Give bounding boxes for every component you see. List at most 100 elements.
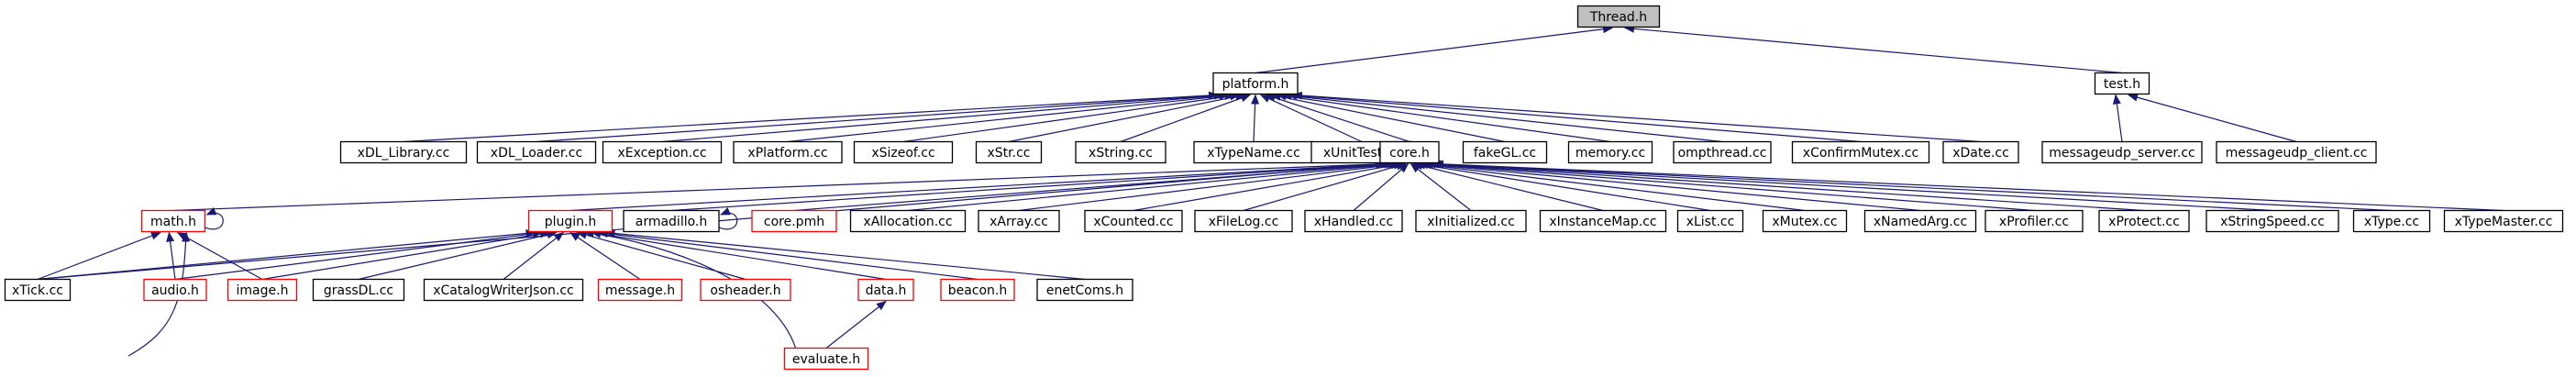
node-box [4,278,72,302]
edge-xcatalog-to-plugin [503,231,565,280]
node-xdate[interactable]: xDate.cc [1942,140,2019,164]
node-xprotect[interactable]: xProtect.cc [2098,209,2190,233]
edge-xtypemaster-to-core [1433,160,2504,212]
node-data[interactable]: data.h [857,278,914,302]
node-xmutex[interactable]: xMutex.cc [1762,209,1848,233]
node-xfilelog[interactable]: xFileLog.cc [1194,209,1293,233]
node-core[interactable]: core.h [1379,140,1440,164]
node-label: xSizeof.cc [871,146,934,161]
node-xlist[interactable]: xList.cc [1676,209,1744,233]
edge-xprofiler-to-core [1422,160,2035,212]
edge-xconfirmmutex-to-platform [1287,91,1862,143]
node-box [1075,140,1166,164]
node-msgclient[interactable]: messageudp_client.cc [2216,140,2377,164]
node-label: xException.cc [617,146,706,161]
node-box [1304,209,1403,233]
edge-xinstancemap-to-core [1412,161,1604,212]
node-message[interactable]: message.h [597,278,683,302]
node-xcounted[interactable]: xCounted.cc [1084,209,1183,233]
edge-audio-to-plugin [174,229,544,281]
node-msgserver[interactable]: messageudp_server.cc [2041,140,2203,164]
node-label: message.h [605,283,675,298]
node-armadillo[interactable]: armadillo.h [623,209,720,233]
node-xcatalog[interactable]: xCatalogWriterJson.cc [423,278,584,302]
edge-evaluate-to-plugin [583,229,799,357]
node-xtypename[interactable]: xTypeName.cc [1193,140,1314,164]
node-xprofiler[interactable]: xProfiler.cc [1985,209,2084,233]
node-label: xProfiler.cc [1999,215,2069,229]
node-xexception[interactable]: xException.cc [602,140,723,164]
node-box [783,347,869,371]
node-label: xStringSpeed.cc [2220,215,2325,229]
node-box [2216,140,2377,164]
node-test[interactable]: test.h [2094,72,2150,95]
node-xdl_library[interactable]: xDL_Library.cc [339,140,468,164]
node-xstringspeed[interactable]: xStringSpeed.cc [2206,209,2339,233]
edge-xcounted-to-core [1133,161,1404,212]
node-box [423,278,584,302]
edge-xtype-to-core [1431,160,2393,212]
node-box [476,140,597,164]
node-label: osheader.h [710,283,780,298]
node-xstring[interactable]: xString.cc [1075,140,1166,164]
edge-xallocation-to-core [907,160,1399,212]
node-fakegl[interactable]: fakeGL.cc [1462,140,1548,164]
node-box [1194,209,1293,233]
node-beacon[interactable]: beacon.h [940,278,1015,302]
node-xnamedarg[interactable]: xNamedArg.cc [1863,209,1977,233]
node-audio[interactable]: audio.h [143,278,207,302]
edge-enetcoms-to-plugin [604,228,1086,281]
node-platform[interactable]: platform.h [1212,72,1299,95]
node-image[interactable]: image.h [227,278,298,302]
node-label: xMutex.cc [1772,215,1837,229]
node-box [1462,140,1548,164]
edge-xarray-to-core [1018,161,1402,212]
node-xtypemaster[interactable]: xTypeMaster.cc [2443,209,2564,233]
node-ompthread[interactable]: ompthread.cc [1673,140,1772,164]
edge-ompthread-to-platform [1281,92,1723,143]
node-label: messageudp_server.cc [2049,146,2195,161]
node-corepmh[interactable]: core.pmh [751,209,837,233]
node-label: xTypeName.cc [1207,146,1300,161]
node-xsizeof[interactable]: xSizeof.cc [853,140,954,164]
node-xconfirmmutex[interactable]: xConfirmMutex.cc [1791,140,1930,164]
node-label: xString.cc [1089,146,1153,161]
edge-xdate-to-platform [1292,91,1982,143]
node-memory[interactable]: memory.cc [1567,140,1653,164]
edge-xtick-to-plugin [37,228,536,281]
node-xstr[interactable]: xStr.cc [975,140,1043,164]
node-xarray[interactable]: xArray.cc [978,209,1060,233]
node-box [312,278,405,302]
node-xhandled[interactable]: xHandled.cc [1304,209,1403,233]
node-box [1762,209,1848,233]
node-plugin[interactable]: plugin.h [527,209,614,233]
node-xtype[interactable]: xType.cc [2352,209,2431,233]
node-label: fakeGL.cc [1474,146,1536,161]
node-math[interactable]: math.h [140,209,206,233]
node-thread[interactable]: Thread.h [1576,5,1661,28]
edge-msgserver-to-test [2112,94,2123,142]
node-label: audio.h [151,283,199,298]
edge-xstring-to-platform [1120,94,1252,143]
node-xplatform[interactable]: xPlatform.cc [733,140,843,164]
node-label: math.h [150,215,196,229]
node-enetcoms[interactable]: enetComs.h [1036,278,1133,302]
edge-xsizeof-to-platform [902,92,1241,143]
edge-xtick-to-math [37,231,161,281]
node-box [2098,209,2190,233]
node-box [1576,5,1661,28]
edge-fakegl-to-platform [1270,93,1506,143]
node-label: xConfirmMutex.cc [1803,146,1918,161]
node-xdl_loader[interactable]: xDL_Loader.cc [476,140,597,164]
node-xallocation[interactable]: xAllocation.cc [849,209,967,233]
node-osheader[interactable]: osheader.h [700,278,791,302]
node-xinitialized[interactable]: xInitialized.cc [1415,209,1527,233]
edge-xprotect-to-core [1425,160,2145,212]
node-xtick[interactable]: xTick.cc [4,278,72,302]
node-box [733,140,843,164]
node-layer: Thread.h platform.h test.h xDL_Library.cc xD… [4,5,2564,371]
node-xinstancemap[interactable]: xInstanceMap.cc [1539,209,1667,233]
node-grassdl[interactable]: grassDL.cc [312,278,405,302]
node-evaluate[interactable]: evaluate.h [783,347,869,371]
edge-evaluate-to-math [127,231,191,357]
